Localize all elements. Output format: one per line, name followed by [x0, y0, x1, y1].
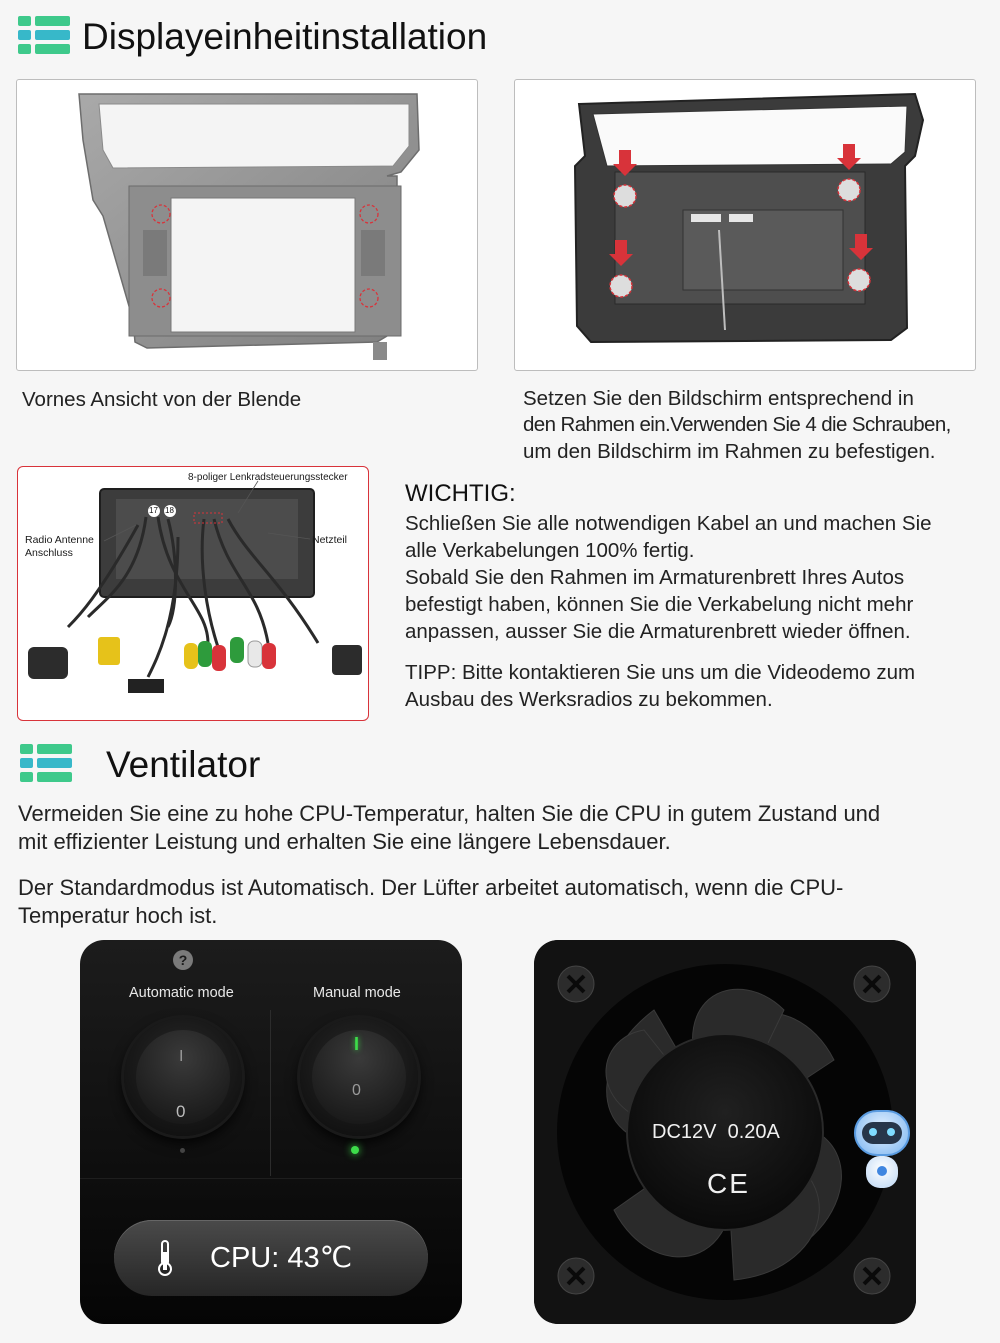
fan-rating-label: DC12V 0.20A [652, 1121, 780, 1143]
mounted-caption-line-2: den Rahmen ein.Verwenden Sie 4 die Schra… [523, 413, 951, 436]
list-icon [20, 744, 72, 788]
wiring-illustration [28, 480, 362, 693]
robot-mascot-icon [850, 1110, 914, 1196]
bezel-photo [16, 79, 478, 371]
auto-switch-off-mark: 0 [176, 1102, 186, 1121]
fan-para1-line-2: mit effizienter Leistung und erhalten Si… [18, 829, 671, 854]
fan-photo: DC12V 0.20A CE [534, 940, 916, 1324]
wiring-pin-a: 17 [149, 506, 158, 515]
wiring-photo: 8-poliger Lenkradsteuerungsstecker Radio… [17, 466, 369, 721]
bezel-illustration [78, 93, 420, 360]
important-line-1: Schließen Sie alle notwendigen Kabel an … [405, 512, 932, 535]
fan-mode-panel: ? Automatic mode Manual mode I 0 I 0 CPU… [80, 940, 462, 1324]
section-title-fan: Ventilator [106, 744, 261, 785]
cpu-temp-pill: CPU: 43℃ [114, 1220, 428, 1296]
ce-mark: CE [707, 1168, 750, 1199]
manual-mode-switch[interactable]: I 0 [300, 1018, 418, 1136]
auto-mode-switch[interactable]: I 0 [124, 1018, 242, 1136]
manual-mode-label: Manual mode [313, 985, 401, 1001]
auto-status-dot [180, 1148, 185, 1153]
list-icon [18, 16, 70, 60]
fan-para1-line-1: Vermeiden Sie eine zu hohe CPU-Temperatu… [18, 801, 881, 826]
panel-divider [270, 1010, 271, 1176]
wiring-pin-b: 18 [165, 506, 174, 515]
mounted-unit-illustration [573, 92, 925, 344]
wiring-label-antenna-2: Anschluss [25, 547, 73, 559]
wiring-label-antenna-1: Radio Antenne [25, 534, 94, 546]
help-icon[interactable]: ? [173, 950, 193, 970]
wiring-label-power: Netzteil [312, 534, 348, 546]
auto-mode-label: Automatic mode [129, 985, 234, 1001]
section-title-installation: Displayeinheitinstallation [82, 16, 488, 57]
mounted-caption-line-3: um den Bildschirm im Rahmen zu befestige… [523, 440, 936, 463]
manual-switch-off-mark: 0 [352, 1082, 361, 1099]
mounted-caption-line-1: Setzen Sie den Bildschirm entsprechend i… [523, 387, 914, 410]
tip-line-2: Ausbau des Werksradios zu bekommen. [405, 688, 773, 711]
cpu-temp-text: CPU: 43℃ [210, 1242, 353, 1274]
fan-para2-line-2: Temperatur hoch ist. [18, 903, 218, 928]
panel-hline [80, 1178, 462, 1179]
bezel-caption: Vornes Ansicht von der Blende [22, 388, 302, 411]
manual-switch-on-mark: I [354, 1034, 360, 1054]
fan-para2-line-1: Der Standardmodus ist Automatisch. Der L… [18, 875, 844, 900]
mounted-unit-photo [514, 79, 976, 371]
thermometer-icon [158, 1240, 172, 1276]
important-line-5: anpassen, ausser Sie die Armaturenbrett … [405, 620, 911, 643]
wiring-label-steering: 8-poliger Lenkradsteuerungsstecker [188, 472, 348, 483]
important-heading: WICHTIG: [405, 480, 516, 507]
important-line-2: alle Verkabelungen 100% fertig. [405, 539, 695, 562]
tip-line-1: TIPP: Bitte kontaktieren Sie uns um die … [405, 661, 916, 684]
important-line-4: befestigt haben, können Sie die Verkabel… [405, 593, 914, 616]
fan-illustration [534, 940, 916, 1324]
important-line-3: Sobald Sie den Rahmen im Armaturenbrett … [405, 566, 905, 589]
manual-status-led [351, 1146, 359, 1154]
auto-switch-on-mark: I [179, 1048, 184, 1065]
